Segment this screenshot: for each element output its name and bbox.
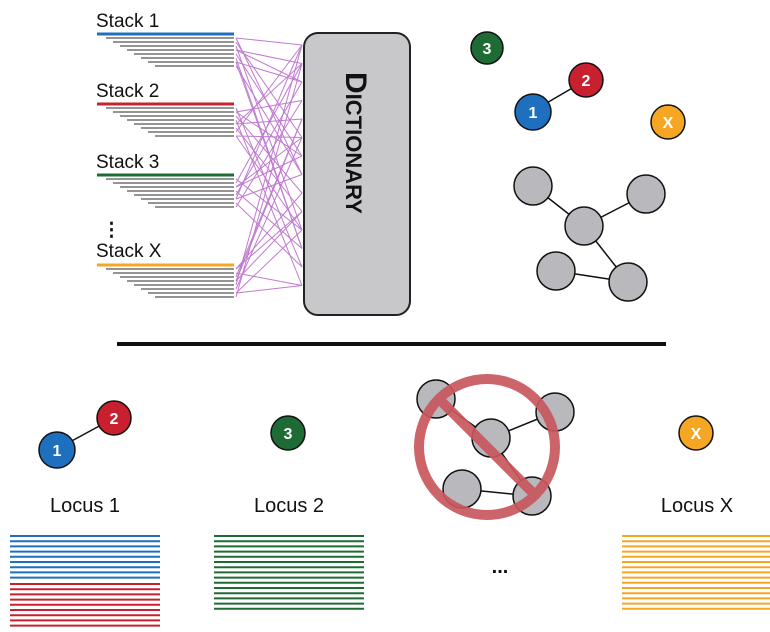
mapping-line [235,272,303,286]
bottom-node-x-label: X [691,426,702,443]
mapping-line [235,37,303,46]
stack-reads [97,32,234,298]
bottom-node-1: 1 [38,431,76,469]
mapping-line [235,118,303,282]
mapping-line [235,53,303,157]
mapping-line [235,63,303,125]
mapping-line [235,49,303,83]
dictionary-label: DICTIONARY [339,72,372,214]
stack-ellipsis: ⋮ [102,220,121,241]
locus-label-1: Locus 1 [50,495,120,517]
top-node-2: 2 [568,62,604,98]
mapping-line [235,155,303,188]
mapping-line [235,190,303,249]
gray-node [513,166,553,206]
mapping-line [235,174,303,200]
dictionary-box: DICTIONARY [303,32,411,316]
locus-label-2: Locus 2 [254,495,324,517]
dictionary-label-rest: ICTIONARY [341,94,366,215]
gray-node [536,251,576,291]
mapping-line [235,107,303,268]
stack-label-x: Stack X [96,241,162,262]
mapping-line [235,127,303,212]
stack-label-2: Stack 2 [96,81,159,102]
mapping-line [235,65,303,175]
top-node-3-label: 3 [483,41,492,58]
bottom-node-1-label: 1 [53,443,62,460]
top-node-1: 1 [514,93,552,131]
top-node-x-label: X [663,115,674,132]
mapping-line [235,135,303,138]
gray-node [564,206,604,246]
gray-node [626,174,666,214]
bottom-node-2: 2 [96,400,132,436]
bottom-node-2-label: 2 [110,411,119,428]
top-node-2-label: 2 [582,73,591,90]
gray-node [608,262,648,302]
dictionary-label-initial: D [339,72,372,94]
dictionary-rect [303,32,411,316]
bottom-node-x: X [678,415,714,451]
mapping-line [235,49,303,64]
bottom-node-3: 3 [270,415,306,451]
mapping-line [235,119,303,286]
mapping-line [235,211,303,282]
locus-label-x: Locus X [661,495,733,517]
stack-label-3: Stack 3 [96,152,159,173]
mapping-line [235,41,303,138]
mapping-line [235,61,303,83]
prohibited-icon [414,374,560,520]
mapping-line [235,100,303,208]
mapping-line [235,44,303,200]
mapping-line [235,44,303,133]
read-to-dictionary-lines [235,37,303,298]
top-node-3: 3 [470,31,504,65]
mapping-line [235,202,303,268]
mapping-line [235,100,303,113]
mapping-line [235,135,303,231]
stack-label-1: Stack 1 [96,11,159,32]
loci-ellipsis: ... [492,556,509,578]
top-node-1-label: 1 [529,105,538,122]
top-node-x: X [650,104,686,140]
mapping-line [235,111,303,157]
mapping-line [235,44,303,286]
mapping-line [235,63,303,298]
mapping-line [235,137,303,290]
gray-graph-top [513,166,666,302]
locus-reads [10,535,770,627]
mapping-line [235,285,303,294]
bottom-node-3-label: 3 [284,426,293,443]
mapping-line [235,229,303,294]
